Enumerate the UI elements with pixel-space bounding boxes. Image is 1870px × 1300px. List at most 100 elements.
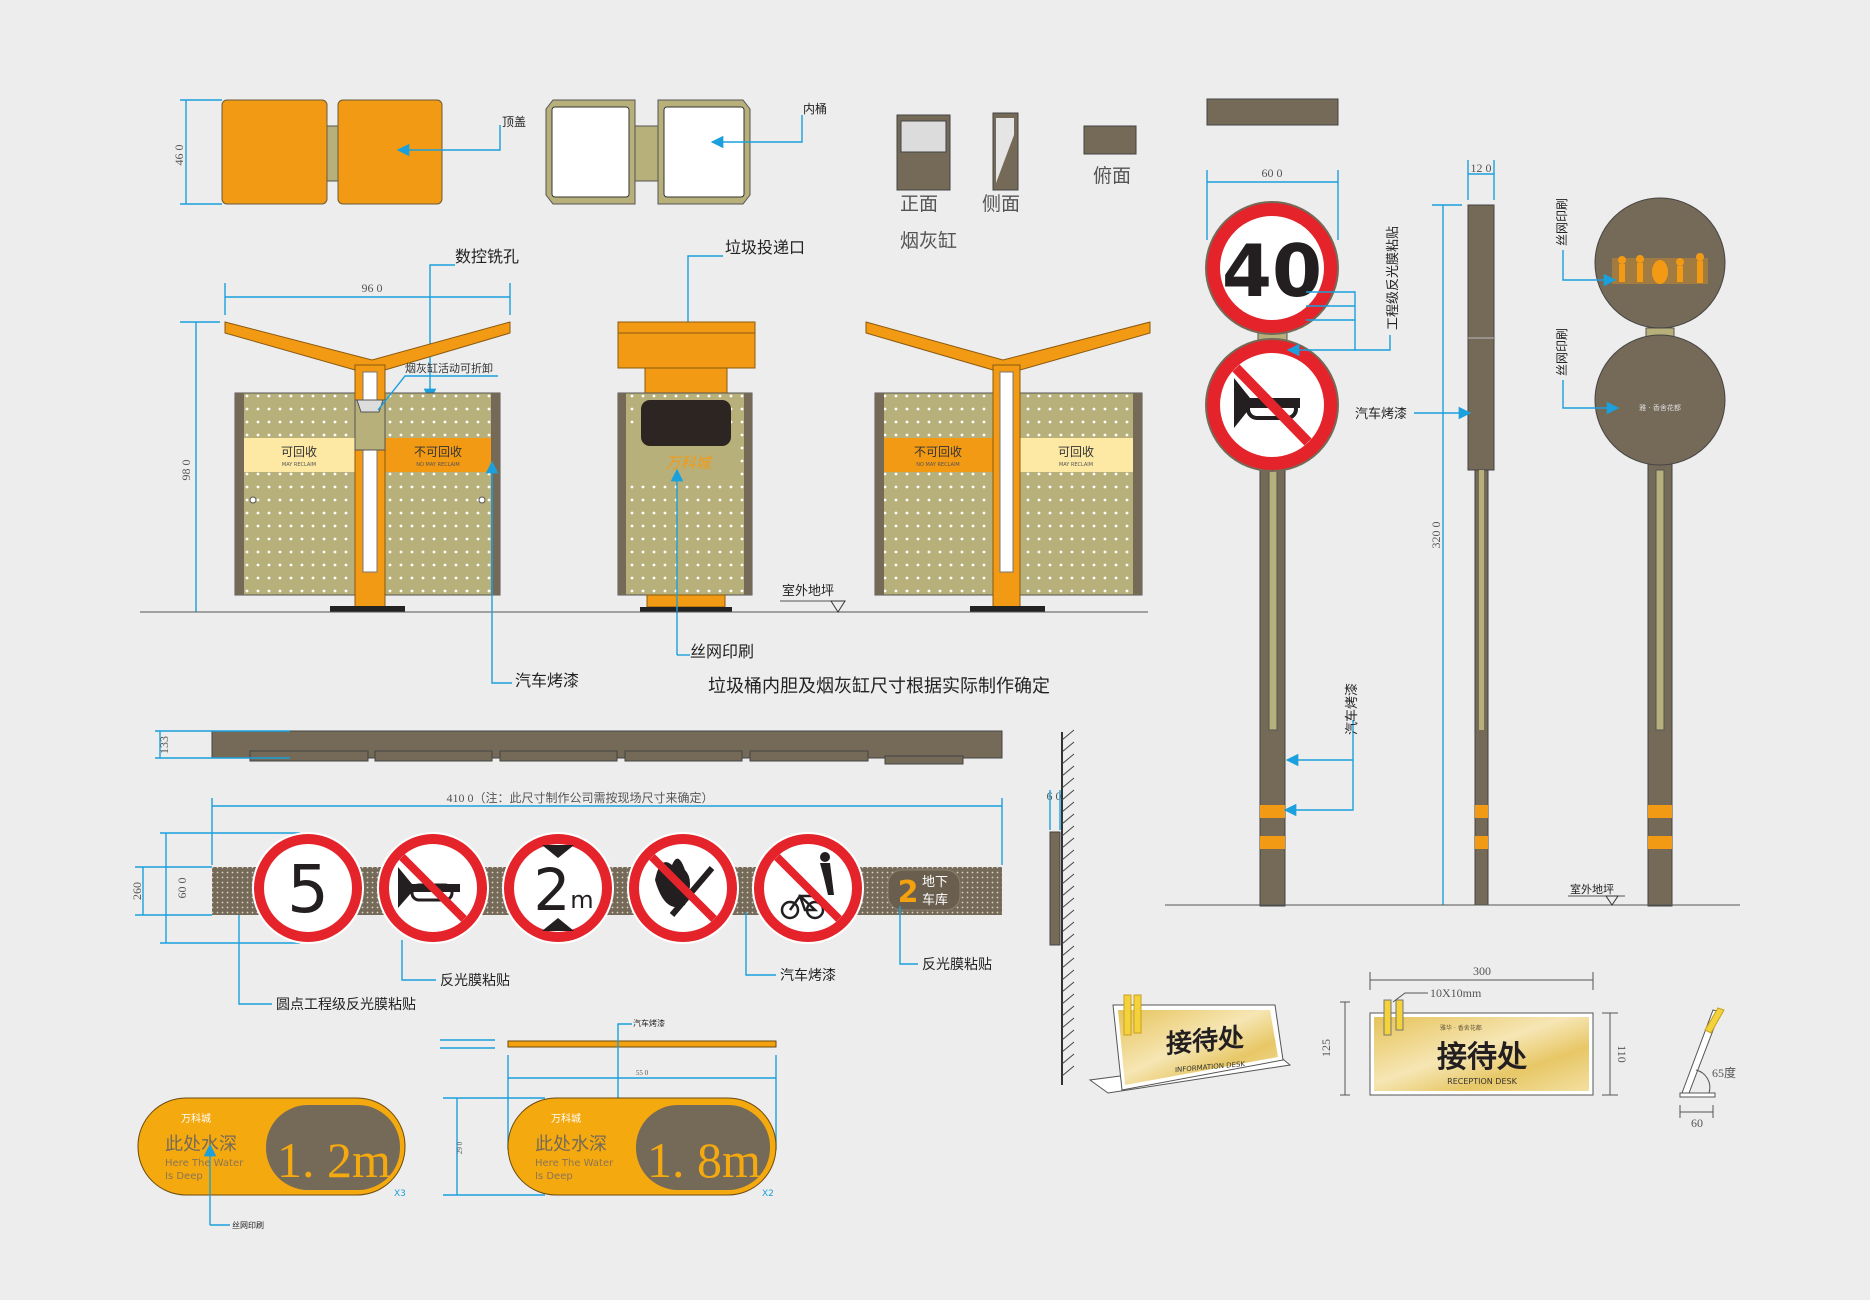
- drawing-shape: [1619, 264, 1625, 282]
- drawing-shape: [221, 99, 328, 205]
- height-limit-unit: m: [570, 886, 593, 914]
- bin-size-note: 垃圾桶内胆及烟灰缸尺寸根据实际制作确定: [708, 675, 1050, 697]
- dim-water-sign-height: 29 0: [456, 1141, 464, 1154]
- desk-brand: 雅华 · 香舍花都: [1440, 1024, 1482, 1032]
- bin-logo: 万科城: [665, 454, 712, 472]
- drawing-shape: [1118, 1010, 1278, 1085]
- hatch-line: [1061, 825, 1075, 837]
- drawing-shape: [780, 900, 800, 920]
- hatch-line: [1061, 1041, 1075, 1053]
- drawing-shape: [1696, 253, 1704, 261]
- drawing-shape: [644, 367, 728, 394]
- water-title-en-2a: Here The Water: [535, 1158, 614, 1169]
- drawing-shape: [640, 607, 732, 612]
- non-recyclable-label-right: 不可回收: [914, 445, 962, 459]
- drawing-shape: [542, 918, 574, 931]
- drawing-shape: [1636, 255, 1644, 263]
- hatch-line: [1061, 873, 1075, 885]
- drawing-shape: [244, 438, 355, 472]
- dim-bin-height: 98 0: [179, 460, 193, 481]
- ground-label: 室外地坪: [782, 583, 834, 599]
- hatch-line: [1061, 969, 1075, 981]
- hatch-line: [1061, 813, 1075, 825]
- drawing-shape: [663, 106, 745, 198]
- drawing-shape: [1268, 469, 1278, 731]
- ashtray-title: 烟灰缸: [900, 230, 957, 252]
- drawing-shape: [1637, 263, 1643, 282]
- drawing-shape: [1475, 805, 1488, 818]
- drawing-line: [423, 264, 455, 402]
- drawing-shape: [1020, 438, 1133, 472]
- hatch-line: [1061, 885, 1075, 897]
- water-logo-1: 万科城: [181, 1112, 211, 1125]
- drawing-shape: [1049, 831, 1061, 946]
- drawing-shape: [617, 321, 756, 369]
- drawing-shape: [1655, 469, 1665, 731]
- inner-bin-label: 内桶: [803, 101, 827, 116]
- drawing-shape: [970, 606, 1045, 612]
- drawing-shape: [634, 125, 659, 182]
- drawing-shape: [1479, 470, 1484, 730]
- pedestrian-icon: [820, 863, 834, 895]
- non-recyclable-en-right: NO MAY RECLAIM: [916, 462, 960, 468]
- drawing-shape: [1652, 260, 1668, 284]
- drawing-shape: [1133, 393, 1142, 595]
- drawing-shape: [744, 393, 752, 595]
- hatch-line: [1061, 1029, 1075, 1041]
- drawing-shape: [1475, 836, 1488, 849]
- height-limit-sign: 2 m: [502, 832, 614, 944]
- recyclable-label: 可回收: [281, 445, 317, 459]
- drawing-shape: [234, 392, 356, 596]
- drawing-shape: [884, 755, 964, 765]
- bin-lid-top-view: 46 0 顶盖: [172, 99, 526, 205]
- paint-label: 汽车烤漆: [515, 671, 579, 690]
- drawing-shape: [1704, 1007, 1725, 1034]
- drawing-shape: [820, 852, 830, 862]
- hatch-line: [1061, 861, 1075, 873]
- drawing-shape: [499, 750, 618, 762]
- water-print-label: 丝网印刷: [232, 1220, 264, 1230]
- drawing-shape: [384, 392, 501, 596]
- hatch-line: [1061, 933, 1075, 945]
- drawing-shape: [887, 869, 961, 911]
- cnc-label: 数控铣孔: [455, 247, 519, 266]
- drawing-line: [611, 1023, 632, 1120]
- drawing-shape: [641, 400, 731, 446]
- drawing-shape: [1618, 256, 1626, 264]
- drawing-line: [485, 460, 512, 684]
- recyclable-en-right: MAY RECLAIM: [1059, 462, 1093, 468]
- recyclable-label-right: 可回收: [1058, 445, 1094, 459]
- ashtray-top-label: 俯面: [1093, 165, 1131, 187]
- drawing-shape: [266, 1105, 400, 1190]
- drawing-shape: [551, 106, 630, 198]
- drawing-line: [774, 854, 842, 922]
- drawing-line: [1392, 992, 1428, 1003]
- drawing-shape: [337, 99, 443, 205]
- drawing-shape: [235, 393, 244, 595]
- water-paint-label: 汽车烤漆: [633, 1018, 665, 1028]
- speed-limit-5: 5: [287, 851, 329, 928]
- desk-title-perspective: 接待处: [1166, 1023, 1244, 1060]
- garage-header-top-view: 133: [155, 730, 1003, 765]
- drawing-shape: [646, 594, 726, 608]
- ashtray-removable-note: 烟灰缸活动可折卸: [405, 361, 493, 375]
- drawing-line: [1355, 335, 1391, 351]
- dim-sign-diameter: 60 0: [175, 878, 189, 899]
- drawing-shape: [874, 392, 994, 596]
- hatch-line: [1061, 729, 1075, 741]
- water-depth-sign-1: 万科城 此处水深 Here The Water Is Deep 1. 2m X3…: [137, 1097, 406, 1230]
- speed-limit-number: 40: [1222, 229, 1322, 313]
- drawing-shape: [884, 438, 993, 472]
- drawing-shape: [875, 393, 884, 595]
- sign-ground-label: 室外地坪: [1570, 882, 1614, 896]
- water-logo-2: 万科城: [551, 1112, 581, 1125]
- hatch-line: [1061, 897, 1075, 909]
- drawing-shape: [542, 845, 574, 858]
- double-bin-left: 可回收 MAY RECLAIM 不可回收 NO MAY RECLAIM 烟灰缸活…: [224, 321, 511, 612]
- no-horn-sign-small: [377, 832, 489, 944]
- dim-desk-height-outer: 125: [1319, 1039, 1333, 1057]
- print-label-top: 丝网印刷: [1555, 198, 1569, 246]
- garage-header-front: 410 0（注：此尺寸制作公司需按现场尺寸来确定） 260 60 0 5 2 m: [130, 790, 1003, 1013]
- drawing-shape: [636, 1105, 770, 1190]
